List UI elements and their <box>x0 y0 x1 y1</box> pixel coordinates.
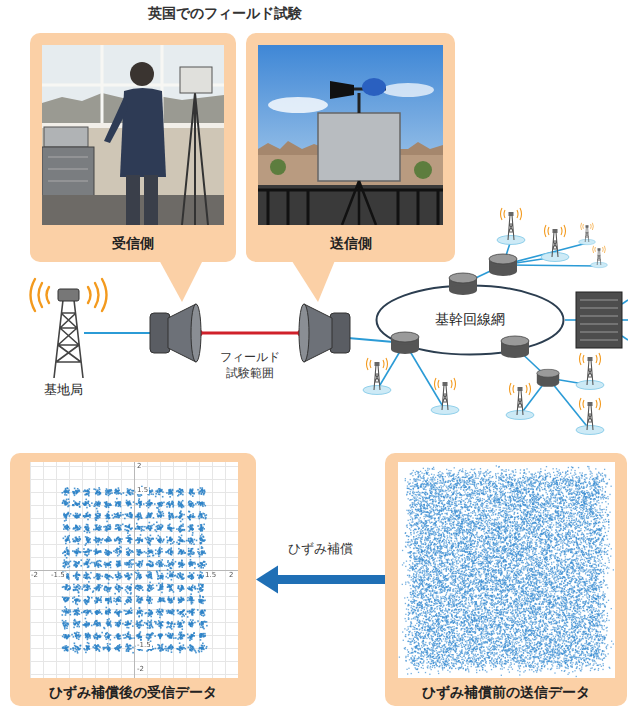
axis-tick-label: 2 <box>136 463 142 470</box>
network-label: 基幹回線網 <box>435 311 505 329</box>
server-cylinder <box>537 369 559 387</box>
scatter-plot <box>30 462 238 678</box>
label-band: 受信側 <box>30 225 236 262</box>
range-label: フィールド 試験範囲 <box>214 350 286 381</box>
base-station-tower <box>31 279 107 378</box>
link-wire <box>84 333 405 343</box>
axis-tick-label: -2 <box>136 666 145 673</box>
photo-callout: 受信側 <box>30 33 236 262</box>
axis-tick-label: -2 <box>30 572 39 579</box>
panel-label: 受信側 <box>112 235 154 252</box>
server-rack <box>576 292 622 348</box>
panel-label: 送信側 <box>330 235 372 252</box>
receiver-photo <box>42 45 224 225</box>
flow-arrow <box>256 566 385 594</box>
network-wire <box>377 240 628 430</box>
server-cylinder <box>489 254 517 276</box>
receiver-antenna <box>150 304 201 362</box>
panel-label: ひずみ補償後の受信データ <box>49 684 217 701</box>
axis-tick-label: -1.5 <box>50 572 66 579</box>
server-cylinder <box>449 273 477 295</box>
ellipse-outline <box>377 286 564 355</box>
edge-label: ひずみ補償 <box>286 540 355 558</box>
label-band: ひずみ補償前の送信データ <box>385 678 627 706</box>
plot-panel: ひずみ補償前の送信データ <box>385 453 627 706</box>
axis-tick-label: -1.5 <box>136 642 152 649</box>
axis-tick-label: 1.5 <box>204 572 217 579</box>
ellipse-text-holder: 基幹回線網 <box>375 284 565 356</box>
station-label-text: 基地局 <box>42 381 85 399</box>
label-band: 送信側 <box>246 225 455 262</box>
panel-label: ひずみ補償前の送信データ <box>422 684 590 701</box>
label-band: ひずみ補償後の受信データ <box>10 678 256 706</box>
callout-pointer <box>158 258 336 302</box>
transmitter-antenna <box>299 304 350 362</box>
diagram-title: 英国でのフィールド試験 <box>100 5 350 23</box>
axis-tick-label: 2 <box>228 572 234 579</box>
arrow-shaft <box>276 575 385 584</box>
station-label: 基地局 <box>42 381 85 399</box>
network-ellipse: 基幹回線網 <box>375 284 565 356</box>
axis-tick-label: 1.5 <box>136 487 149 494</box>
scatter-plot <box>398 462 615 678</box>
arrow-head <box>256 566 278 594</box>
transmitter-photo <box>258 45 443 225</box>
plot-panel: ひずみ補償後の受信データ 2 1.5 -2 -1.5 1.5 2 -1.5 -2 <box>10 453 256 706</box>
field-range-line <box>196 330 305 337</box>
photo-callout: 送信側 <box>246 33 455 262</box>
server-cylinder <box>501 336 529 358</box>
server-cylinder <box>391 332 419 354</box>
